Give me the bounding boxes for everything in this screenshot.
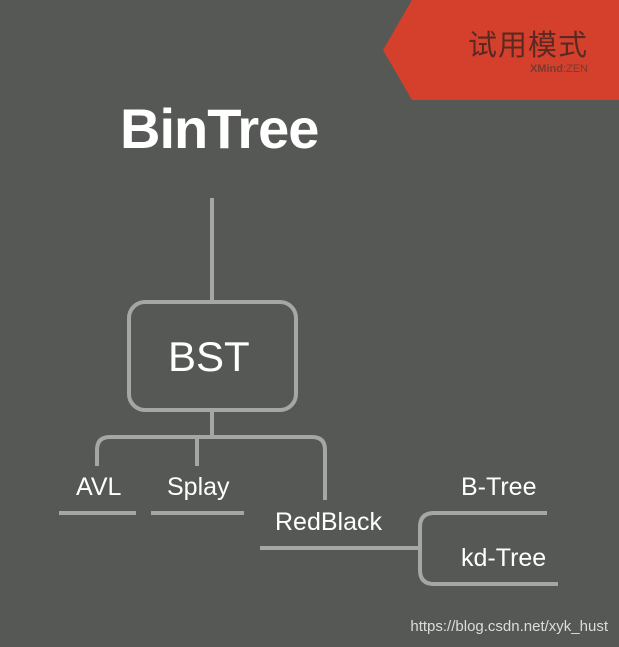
node-kd-tree[interactable]: kd-Tree bbox=[461, 544, 547, 572]
node-bst[interactable]: BST bbox=[168, 333, 250, 380]
node-avl[interactable]: AVL bbox=[76, 473, 122, 501]
node-redblack[interactable]: RedBlack bbox=[275, 508, 382, 536]
connector-bus bbox=[95, 435, 327, 500]
watermark-url: https://blog.csdn.net/xyk_hust bbox=[410, 618, 608, 635]
trial-banner-brand-strong: XMind bbox=[529, 63, 563, 75]
trial-banner-shape bbox=[383, 0, 619, 100]
root-node-bintree[interactable]: BinTree bbox=[120, 97, 319, 160]
trial-banner-brand-rest: :ZEN bbox=[562, 63, 588, 75]
trial-banner-brand: XMind:ZEN bbox=[470, 63, 588, 75]
node-b-tree[interactable]: B-Tree bbox=[461, 473, 537, 501]
node-splay[interactable]: Splay bbox=[167, 473, 230, 501]
trial-banner-label: 试用模式 bbox=[467, 28, 588, 62]
connector-redblack-children bbox=[418, 511, 558, 586]
